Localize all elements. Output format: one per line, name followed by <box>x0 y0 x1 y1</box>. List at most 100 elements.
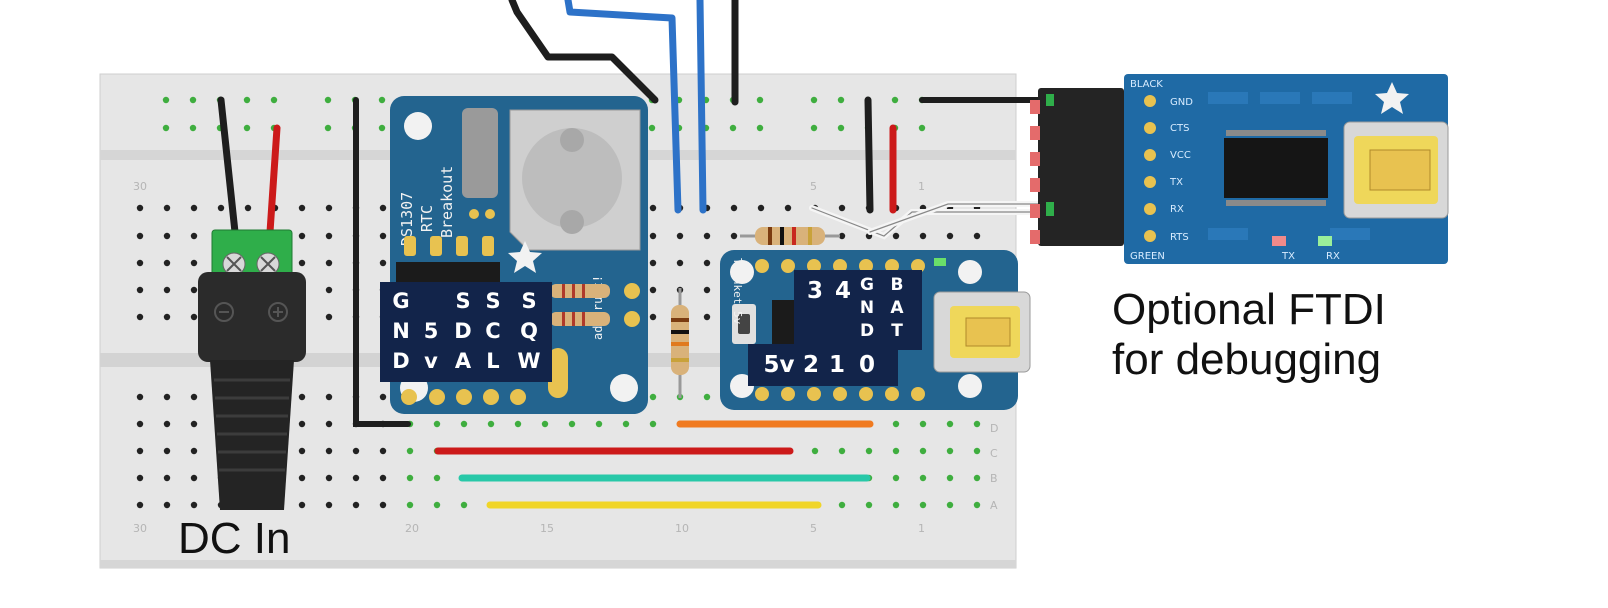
trinket-top-pin-labels: 3 4 G N D B A T <box>794 270 922 350</box>
column-number: 15 <box>540 522 554 535</box>
breadboard-hole <box>298 501 306 509</box>
breadboard-hole <box>973 474 981 482</box>
breadboard-hole <box>163 447 171 455</box>
breadboard-hole <box>514 420 522 428</box>
rtc-resistors <box>550 283 640 327</box>
breadboard-hole <box>811 447 819 455</box>
ground-jumper-wire <box>353 97 411 427</box>
black-wire-top-left <box>508 0 659 104</box>
breadboard-hole <box>136 286 144 294</box>
adafruit-star-logo <box>508 241 542 273</box>
breadboard-hole <box>649 232 657 240</box>
breadboard-hole <box>649 313 657 321</box>
breadboard-hole <box>163 393 171 401</box>
top-wires <box>508 0 739 214</box>
rtc-pin-sqw: S Q W <box>517 289 541 373</box>
breadboard-hole <box>163 474 171 482</box>
breadboard-hole <box>838 204 846 212</box>
breadboard-hole <box>433 501 441 509</box>
rtc-title-line2: RTC <box>418 205 436 232</box>
breadboard-hole <box>217 204 225 212</box>
breadboard-hole <box>352 501 360 509</box>
trinket-pin-bat: B A T <box>890 275 904 341</box>
trinket-pin-3: 3 <box>806 278 823 304</box>
ftdi-pin-label: RTS <box>1170 232 1189 243</box>
breadboard-hole <box>703 232 711 240</box>
breadboard-hole <box>730 232 738 240</box>
breadboard-hole <box>379 501 387 509</box>
breadboard-hole <box>946 501 954 509</box>
breadboard-hole <box>676 259 684 267</box>
breadboard-hole <box>163 259 171 267</box>
breadboard-hole <box>325 447 333 455</box>
breadboard-hole <box>136 501 144 509</box>
breadboard-hole <box>163 313 171 321</box>
column-number-labels: 30 30 20 15 10 5 5 1 1 D C B A <box>133 180 998 535</box>
ftdi-pin-label: CTS <box>1170 123 1189 134</box>
breadboard-hole <box>189 96 197 104</box>
rtc-pin-gnd: G N D <box>392 289 410 373</box>
breadboard-hole <box>918 124 926 132</box>
column-number: 10 <box>675 522 689 535</box>
resistor-horizontal <box>740 227 840 245</box>
column-number: 30 <box>133 180 147 193</box>
breadboard-hole <box>648 124 656 132</box>
trinket-pin-1: 1 <box>828 352 845 378</box>
ftdi-pin-label: GND <box>1170 97 1193 108</box>
breadboard-hole <box>163 501 171 509</box>
breadboard-hole <box>892 447 900 455</box>
breadboard-hole <box>379 474 387 482</box>
breadboard-hole <box>649 420 657 428</box>
breadboard-hole <box>325 232 333 240</box>
row-letter: A <box>990 499 998 512</box>
breadboard-hole <box>136 474 144 482</box>
breadboard-hole <box>946 420 954 428</box>
ftdi-caption-line1: Optional FTDI <box>1112 285 1386 334</box>
column-number: 5 <box>810 180 817 193</box>
dc-jack-wires <box>217 96 411 427</box>
dc-barrel-jack <box>198 229 306 510</box>
column-number: 5 <box>810 522 817 535</box>
breadboard-hole <box>649 204 657 212</box>
breadboard-hole <box>190 501 198 509</box>
breadboard-hole <box>379 393 387 401</box>
breadboard-hole <box>190 232 198 240</box>
breadboard-hole <box>729 124 737 132</box>
ftdi-pin-label: GREEN <box>1130 251 1165 262</box>
ftdi-caption: Optional FTDI for debugging <box>1112 285 1386 385</box>
breadboard-hole <box>892 474 900 482</box>
column-number: 1 <box>918 180 925 193</box>
breadboard-hole <box>973 232 981 240</box>
breadboard-hole <box>973 501 981 509</box>
breadboard-hole <box>433 420 441 428</box>
breadboard-hole <box>379 259 387 267</box>
breadboard-hole <box>433 474 441 482</box>
breadboard-hole <box>190 447 198 455</box>
breadboard-hole <box>919 420 927 428</box>
breadboard-hole <box>892 232 900 240</box>
trinket-pin-0: 0 <box>858 352 875 378</box>
breadboard-hole <box>919 501 927 509</box>
rtc-pin-5v: 5 v <box>423 319 439 373</box>
breadboard-hole <box>756 96 764 104</box>
row-letter: D <box>990 422 998 435</box>
breadboard-hole <box>163 232 171 240</box>
breadboard-hole <box>649 393 657 401</box>
breadboard-hole <box>703 286 711 294</box>
breadboard-hole <box>406 474 414 482</box>
breadboard-hole <box>595 420 603 428</box>
breadboard-hole <box>352 447 360 455</box>
breadboard-hole <box>649 286 657 294</box>
breadboard-hole <box>298 232 306 240</box>
breadboard-hole <box>190 313 198 321</box>
breadboard-hole <box>298 259 306 267</box>
breadboard-hole <box>810 96 818 104</box>
breadboard-hole <box>190 286 198 294</box>
breadboard-hole <box>757 204 765 212</box>
breadboard-hole <box>837 96 845 104</box>
ftdi-pin-label: TX <box>1169 177 1183 188</box>
rtc-pin-sda: S D A <box>454 289 472 373</box>
breadboard-hole <box>136 447 144 455</box>
breadboard-hole <box>379 447 387 455</box>
breadboard-hole <box>163 204 171 212</box>
